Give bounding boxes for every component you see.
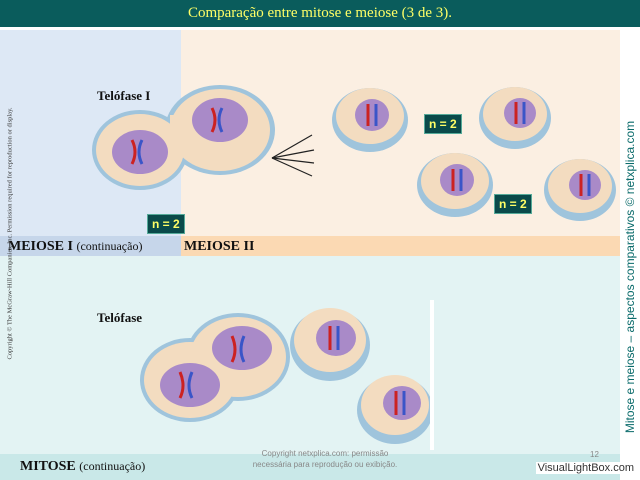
division-arrows [271,134,315,177]
meiose1-label: MEIOSE I (continuação) [8,239,143,254]
meiose2-cell-2 [479,87,551,149]
n-badge-meiose2-bottom: n = 2 [494,194,532,214]
visuallightbox-watermark[interactable]: VisualLightBox.com [535,462,636,474]
footer-copyright: Copyright netxplica.com: permissão neces… [252,449,398,469]
mitose-daughter-cell-1 [290,308,370,381]
meiose2-cell-4 [544,159,616,221]
page-number: 12 [590,450,599,459]
meiose2-label: MEIOSE II [184,239,255,254]
telofase1-cell [92,85,275,190]
telofase-label: Telófase [97,310,143,325]
meiose1-band [0,236,181,256]
meiose2-cell-3 [417,153,493,217]
mitose-daughter-cell-2 [357,375,433,444]
mitose-band [0,454,620,480]
mitose-telofase-cell [140,313,290,422]
netxplica-side-title: Mitose e meiose – aspectos comparativos … [623,120,637,434]
telofase1-label: Telófase I [97,88,151,103]
meiose2-cell-1 [332,88,408,152]
n-badge-meiose2-top: n = 2 [424,114,462,134]
mitose-label: MITOSE (continuação) [20,459,146,474]
divider-bar [430,300,434,450]
slide-title: Comparação entre mitose e meiose (3 de 3… [0,0,640,27]
mcgraw-hill-copyright: Copyright © The McGraw-Hill Companies, I… [6,107,14,360]
meiose2-band [181,236,620,256]
n-badge-meiose1: n = 2 [147,214,185,234]
